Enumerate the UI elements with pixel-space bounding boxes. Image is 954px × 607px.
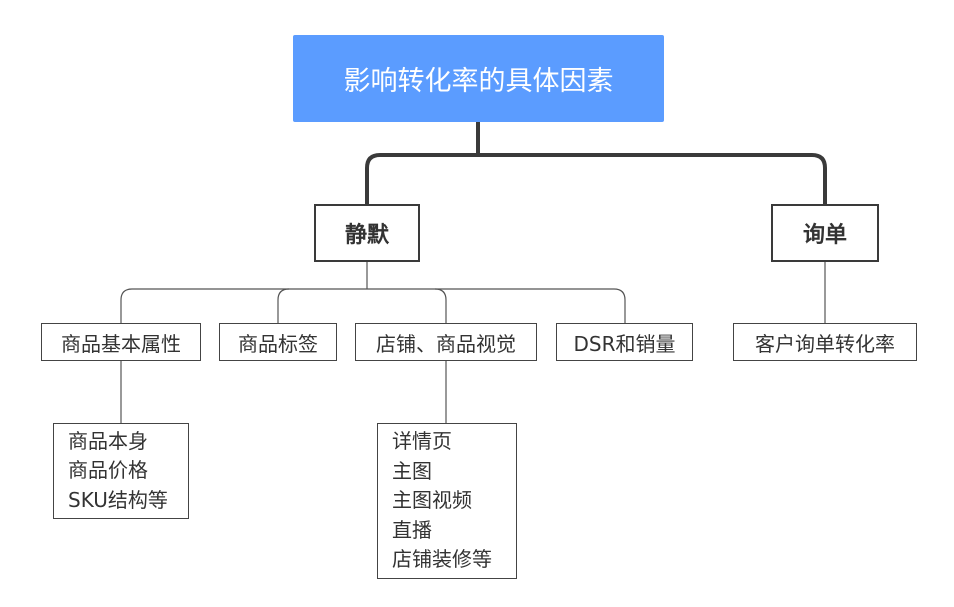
node-label: 商品基本属性 <box>61 331 181 356</box>
node-label: 商品标签 <box>238 331 318 356</box>
node-kehu-xundan-zhuanhualv: 客户询单转化率 <box>733 323 917 361</box>
node-label: DSR和销量 <box>573 331 676 356</box>
root-label: 影响转化率的具体因素 <box>343 66 614 97</box>
list-item: 主图视频 <box>392 488 472 513</box>
list-item: 商品本身 <box>68 428 148 453</box>
detail-list-shangpin-jiben: 商品本身 商品价格 SKU结构等 <box>53 423 189 519</box>
branch-label: 询单 <box>802 223 847 248</box>
node-shangpin-biaoqian: 商品标签 <box>219 323 337 361</box>
node-label: 客户询单转化率 <box>755 331 895 356</box>
list-item: 详情页 <box>392 429 452 454</box>
node-shangpin-jiben-shuxing: 商品基本属性 <box>41 323 201 361</box>
list-item: 主图 <box>392 458 432 483</box>
list-item: 直播 <box>392 517 432 542</box>
connector-jingmo-bus <box>120 288 626 323</box>
branch-label: 静默 <box>344 223 389 248</box>
list-item: 商品价格 <box>68 458 148 483</box>
connector-to-shangpinbiaoqian <box>277 288 290 323</box>
connector-root-to-jingmo <box>365 122 480 204</box>
root-node: 影响转化率的具体因素 <box>293 35 664 122</box>
detail-list-dianpu-shijue: 详情页 主图 主图视频 直播 店铺装修等 <box>377 423 517 579</box>
node-dianpu-shangpin-shijue: 店铺、商品视觉 <box>355 323 537 361</box>
list-item: SKU结构等 <box>68 487 168 512</box>
connector-root-to-xundan <box>478 153 827 204</box>
connector-to-dianpu-shijue <box>434 288 447 323</box>
list-item: 店铺装修等 <box>392 547 492 572</box>
node-label: 店铺、商品视觉 <box>376 331 516 356</box>
branch-node-xundan: 询单 <box>771 204 879 262</box>
node-dsr-xiaoliang: DSR和销量 <box>556 323 693 361</box>
branch-node-jingmo: 静默 <box>314 204 420 262</box>
